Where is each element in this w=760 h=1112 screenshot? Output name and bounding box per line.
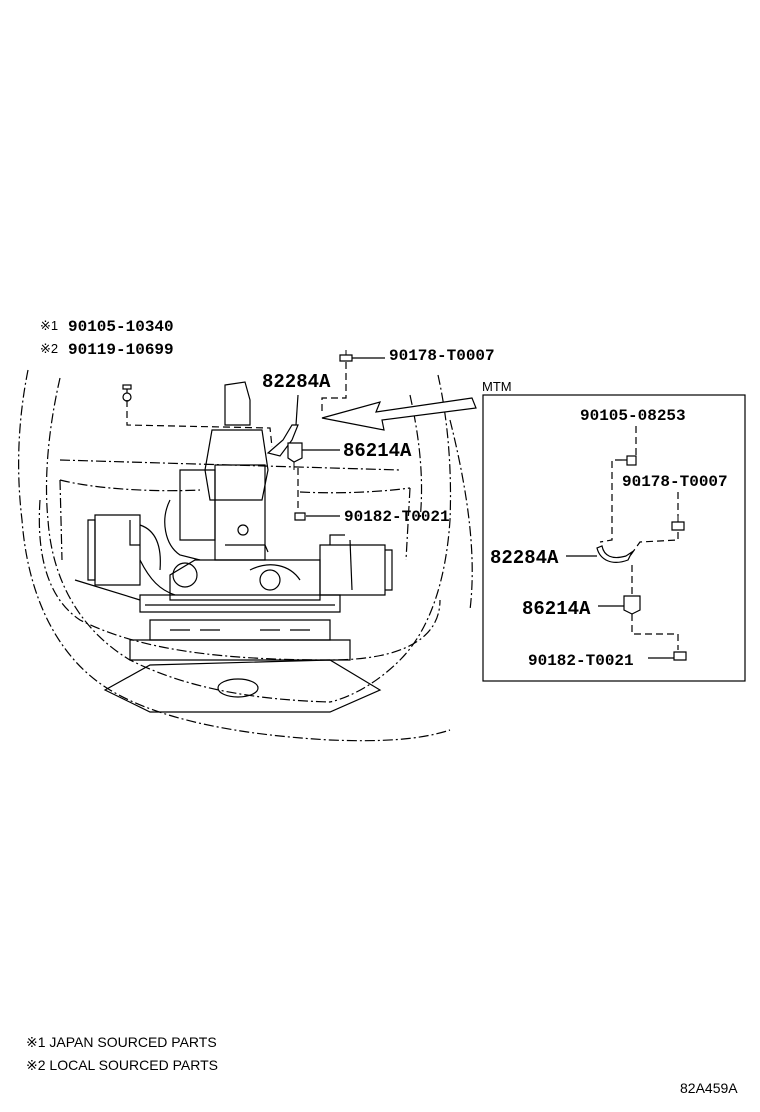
mtm-label-90105-08253: 90105-08253 bbox=[580, 407, 686, 425]
main-horn-86214A bbox=[287, 442, 303, 470]
label-90119-10699: 90119-10699 bbox=[68, 341, 174, 359]
label-82284A: 82284A bbox=[262, 371, 331, 393]
legend-line-1: ※1 JAPAN SOURCED PARTS bbox=[26, 1034, 217, 1050]
bolt-90105-10340-icon bbox=[122, 384, 132, 402]
mtm-label-90182-T0021: 90182-T0021 bbox=[528, 652, 634, 670]
arrow-to-detail bbox=[321, 397, 477, 431]
mtm-label-82284A: 82284A bbox=[490, 547, 559, 569]
mtm-nut-90178-T0007-icon bbox=[671, 516, 685, 531]
right-components bbox=[319, 534, 393, 596]
legend-line-2: ※2 LOCAL SOURCED PARTS bbox=[26, 1057, 218, 1073]
legend: ※1 JAPAN SOURCED PARTS ※2 LOCAL SOURCED … bbox=[26, 1034, 218, 1073]
nut-90178-T0007-icon bbox=[339, 350, 353, 362]
vehicle-body-outline bbox=[18, 369, 473, 742]
label-90182-T0021: 90182-T0021 bbox=[344, 508, 450, 526]
mtm-labels: MTM 90105-08253 90178-T0007 82284A 86214… bbox=[482, 379, 728, 670]
mtm-nut-90182-T0021-icon bbox=[648, 651, 687, 661]
callout-labels: ※1 90105-10340 ※2 90119-10699 90178-T000… bbox=[40, 318, 495, 526]
mtm-label-86214A: 86214A bbox=[522, 598, 591, 620]
left-components bbox=[74, 514, 161, 601]
main-bracket-82284A bbox=[266, 424, 299, 457]
nut-90182-T0021-icon bbox=[294, 512, 306, 521]
note1-mark: ※1 bbox=[40, 318, 58, 333]
mtm-bracket-82284A bbox=[566, 545, 634, 563]
figure-code: 82A459A bbox=[680, 1080, 738, 1096]
mtm-bolt-90105-08253-icon bbox=[622, 455, 637, 466]
label-90178-T0007: 90178-T0007 bbox=[389, 347, 495, 365]
mtm-label-90178-T0007: 90178-T0007 bbox=[622, 473, 728, 491]
mtm-horn-86214A bbox=[598, 595, 641, 615]
note2-mark: ※2 bbox=[40, 341, 58, 356]
main-leaders bbox=[126, 357, 385, 517]
mtm-detail-box bbox=[482, 394, 746, 682]
grille-area bbox=[103, 594, 382, 713]
label-90105-10340: 90105-10340 bbox=[68, 318, 174, 336]
engine-assembly bbox=[139, 381, 321, 601]
mtm-label: MTM bbox=[482, 379, 512, 394]
label-86214A: 86214A bbox=[343, 440, 412, 462]
